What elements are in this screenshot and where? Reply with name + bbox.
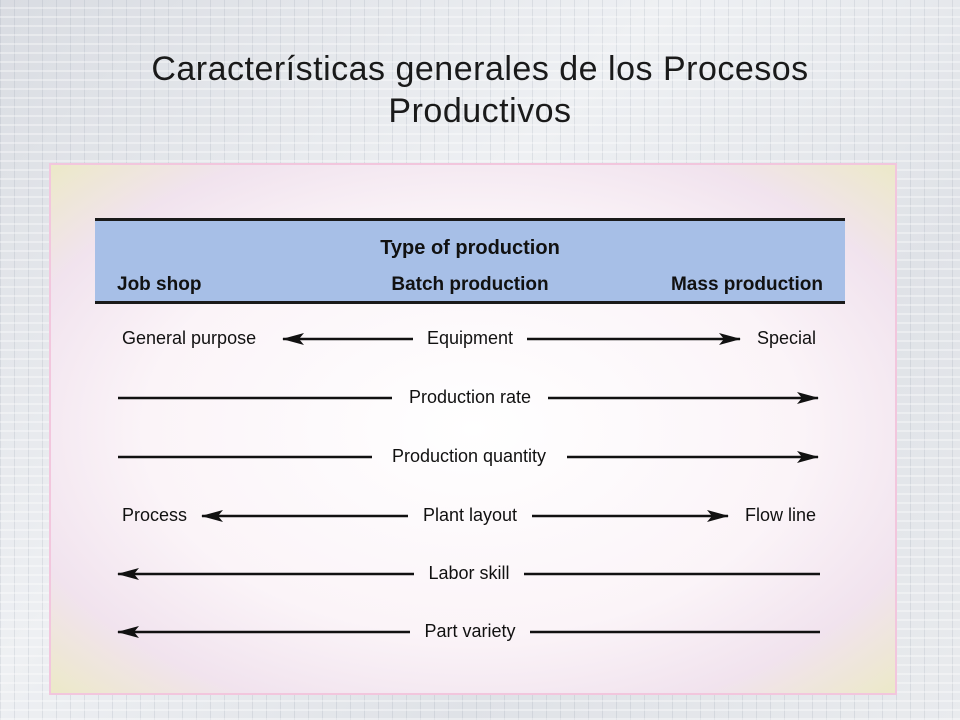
plant-layout-left-label: Process: [122, 505, 188, 525]
labor-skill-label: Labor skill: [428, 563, 510, 583]
header-batch-production: Batch production: [391, 274, 549, 295]
plant-layout-right-label: Flow line: [744, 505, 816, 525]
slide-title: Características generales de los Proceso…: [0, 48, 960, 132]
equipment-left-label: General purpose: [122, 328, 257, 348]
header-mass-production: Mass production: [670, 274, 823, 295]
plant-layout-label: Plant layout: [422, 505, 518, 525]
header-type-of-production: Type of production: [380, 237, 560, 259]
slide-title-line1: Características generales de los Proceso…: [151, 50, 809, 88]
slide-title-line2: Productivos: [388, 92, 572, 130]
production-type-header: Type of production Job shop Batch produc…: [95, 218, 845, 304]
header-job-shop: Job shop: [117, 274, 202, 295]
production-rate-label: Production rate: [408, 387, 532, 407]
production-quantity-label: Production quantity: [391, 446, 547, 466]
equipment-right-label: Special: [756, 328, 816, 348]
part-variety-label: Part variety: [424, 621, 516, 641]
equipment-label: Equipment: [426, 328, 514, 348]
